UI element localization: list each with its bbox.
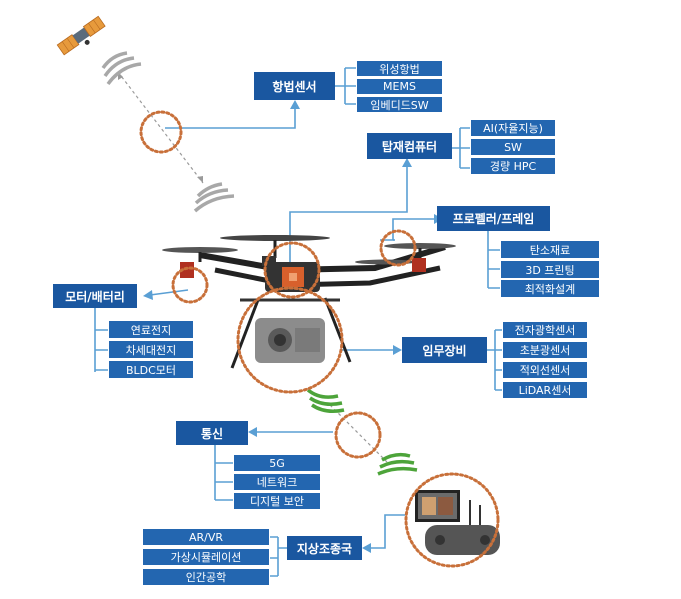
nav-sensor-item: MEMS [356, 78, 443, 95]
gcs-item: 인간공학 [142, 568, 270, 586]
motor-battery-box: 모터/배터리 [53, 284, 137, 308]
satellite-link-arrow-down [197, 176, 203, 183]
signal-arcs-satellite-top [101, 51, 142, 86]
gcs-item: 가상시뮬레이션 [142, 548, 270, 566]
payload-item: 전자광학센서 [502, 321, 588, 339]
comms-link-line [329, 404, 388, 463]
onboard-computer-item: AI(자율지능) [470, 119, 556, 137]
payload-item: 적외선센서 [502, 361, 588, 379]
propeller-frame-item: 최적화설계 [500, 279, 600, 298]
propeller-frame-item: 3D 프린팅 [500, 260, 600, 279]
satellite-icon [56, 15, 106, 56]
nav-sensor-item: 임베디드SW [356, 96, 443, 113]
motor-battery-item: 차세대전지 [108, 340, 194, 359]
satellite-link-line [117, 71, 204, 184]
propeller-frame-item: 탄소재료 [500, 240, 600, 259]
drone-icon [162, 235, 456, 369]
motor-battery-item: BLDC모터 [108, 360, 194, 379]
nav-sensor-item: 위성항법 [356, 60, 443, 77]
comms-item: 5G [233, 454, 321, 472]
comms-item: 네트워크 [233, 473, 321, 491]
payload-box: 임무장비 [402, 337, 487, 363]
motor-battery-item: 연료전지 [108, 320, 194, 339]
signal-arcs-satellite-bottom [193, 182, 235, 213]
comms-box: 통신 [176, 421, 248, 445]
propeller-frame-box: 프로펠러/프레임 [437, 206, 550, 231]
gcs-box: 지상조종국 [287, 536, 362, 560]
onboard-computer-box: 탑재컴퓨터 [367, 133, 452, 159]
payload-item: LiDAR센서 [502, 381, 588, 399]
nav-sensor-box: 항법센서 [254, 72, 335, 100]
signal-arcs-drone [306, 388, 345, 413]
highlight-circles [139, 110, 500, 568]
signal-arcs-gcs [377, 452, 418, 476]
comms-item: 디지털 보안 [233, 492, 321, 510]
onboard-computer-item: 경량 HPC [470, 157, 556, 175]
connector-lines [94, 67, 502, 577]
gcs-item: AR/VR [142, 528, 270, 546]
payload-item: 초분광센서 [502, 341, 588, 359]
onboard-computer-item: SW [470, 138, 556, 156]
ground-control-station-icon [415, 490, 500, 555]
